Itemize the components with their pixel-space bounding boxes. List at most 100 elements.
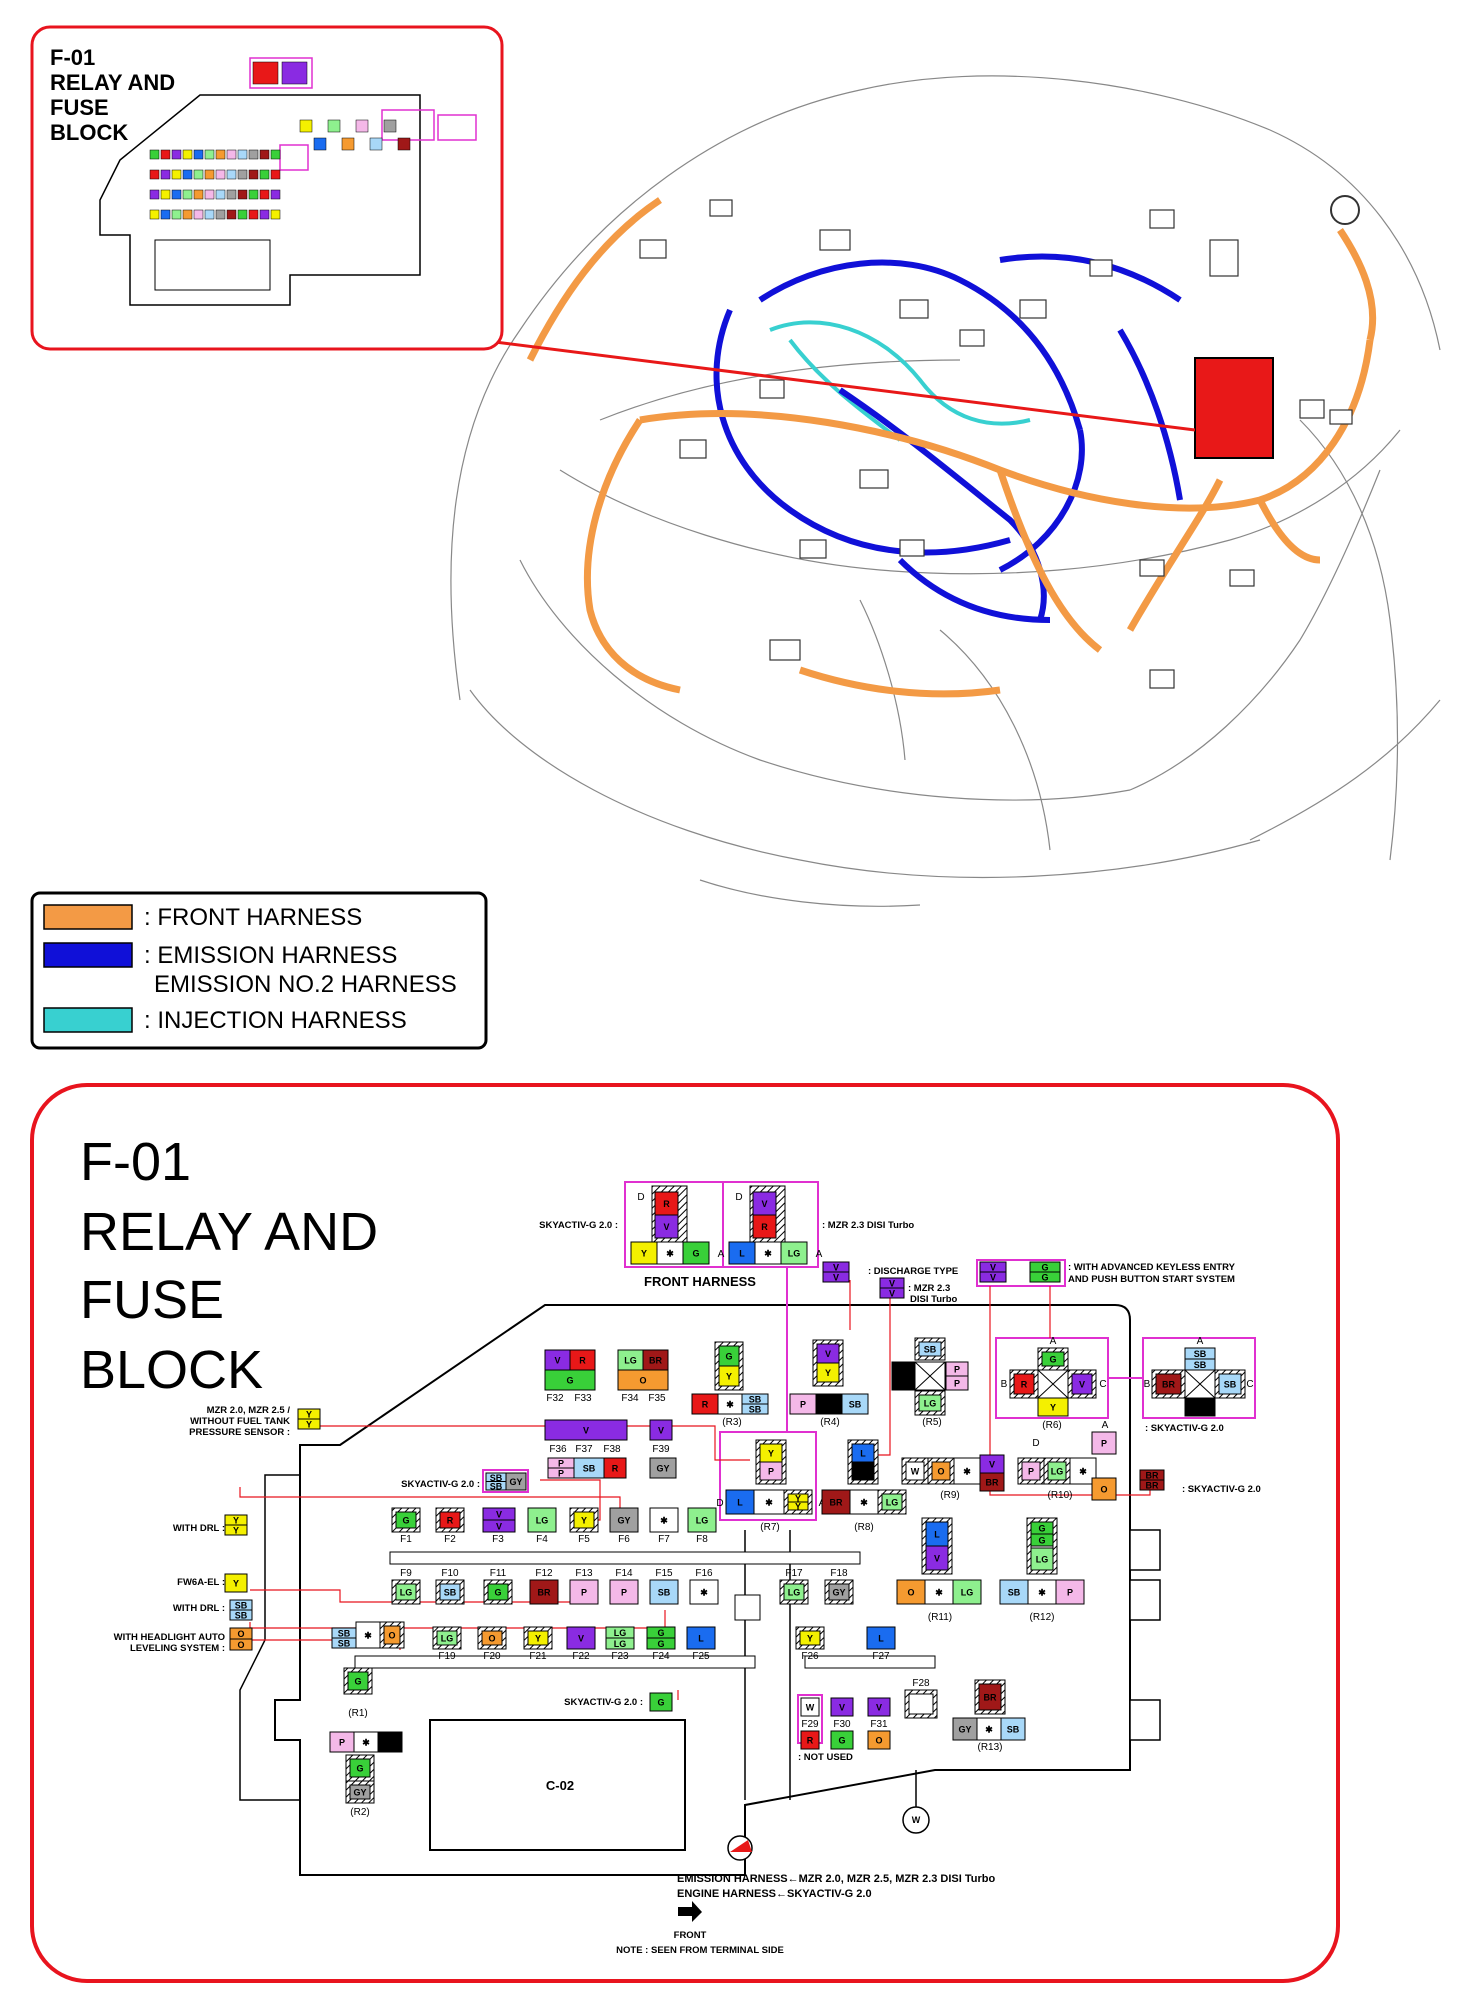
inset-title-line3: FUSE xyxy=(50,95,109,120)
relay-label-r5: (R5) xyxy=(922,1417,941,1428)
fuse-code xyxy=(609,1507,639,1533)
relay-terminal xyxy=(896,1579,926,1605)
front-harness-caption: FRONT HARNESS xyxy=(644,1274,756,1289)
terminal-code: V xyxy=(889,1289,895,1299)
terminal-lower xyxy=(224,1524,248,1536)
not-used-label: : NOT USED xyxy=(798,1752,853,1763)
relay-label-r12: (R12) xyxy=(1029,1612,1054,1623)
terminal-cell xyxy=(1030,1547,1054,1571)
relay-terminal xyxy=(841,1393,869,1415)
mini-fuse xyxy=(171,189,182,200)
terminal-code: ✱ xyxy=(362,1738,370,1748)
terminal-code: BR xyxy=(1146,1471,1159,1481)
terminal-code: R xyxy=(579,1356,586,1366)
mini-fuse xyxy=(160,149,171,160)
relay-terminal xyxy=(725,1489,755,1515)
terminal-code: V xyxy=(833,1263,839,1273)
terminal-code: R xyxy=(761,1222,768,1232)
terminal-code: V xyxy=(554,1356,560,1366)
terminal-code: P xyxy=(621,1588,627,1598)
with-drl-label-2: WITH DRL : xyxy=(173,1603,225,1614)
mini-fuse xyxy=(204,169,215,180)
terminal-cell xyxy=(649,1692,673,1712)
terminal-code: O xyxy=(1100,1485,1107,1495)
terminal-code: LG xyxy=(961,1588,974,1598)
mini-fuse xyxy=(248,189,259,200)
terminal-code: Y xyxy=(233,1516,239,1526)
cross-mark xyxy=(1037,1369,1069,1399)
terminal-code: ✱ xyxy=(765,1498,773,1508)
mini-fuse xyxy=(193,149,204,160)
relay-code xyxy=(918,1394,942,1412)
terminal-cell xyxy=(224,1573,248,1593)
terminal-code: O xyxy=(237,1640,244,1650)
pin-a: A xyxy=(1050,1336,1057,1347)
terminal-code: G xyxy=(657,1639,664,1649)
fuse-code xyxy=(866,1626,896,1650)
terminal-code: Y xyxy=(726,1372,732,1382)
mini-relay xyxy=(397,137,411,151)
fuse-label-f24: F24 xyxy=(652,1651,670,1662)
mini-fuse xyxy=(171,169,182,180)
legend-label-emission: : EMISSION HARNESS xyxy=(144,942,397,969)
fuse-label-f38: F38 xyxy=(603,1444,621,1455)
headlight-label-1: WITH HEADLIGHT AUTO xyxy=(114,1632,225,1643)
fuse-label-f37: F37 xyxy=(575,1444,593,1455)
terminal-code: V xyxy=(761,1199,767,1209)
mini-fuse xyxy=(215,189,226,200)
terminal-code: BR xyxy=(649,1356,662,1366)
terminal-code: GY xyxy=(958,1725,971,1735)
terminal-cell xyxy=(867,1697,891,1717)
terminal-code: R xyxy=(807,1736,814,1746)
terminal-code: V xyxy=(583,1426,589,1436)
fuse-code xyxy=(609,1579,639,1605)
pin-d: D xyxy=(1032,1438,1039,1449)
terminal-code: BR xyxy=(984,1693,997,1703)
legend-swatch-injection xyxy=(43,1007,133,1033)
terminal-code: R xyxy=(447,1516,454,1526)
mini-fuse xyxy=(160,189,171,200)
terminal-code: O xyxy=(875,1736,882,1746)
fuse-code xyxy=(573,1511,595,1529)
terminal-code: G xyxy=(354,1677,361,1687)
top-right-mzr-label: : MZR 2.3 DISI Turbo xyxy=(822,1220,914,1231)
terminal-code: V xyxy=(578,1634,584,1644)
fuse-label-f34: F34 xyxy=(621,1393,639,1404)
terminal-code: SB xyxy=(1194,1349,1207,1359)
mini-fuse xyxy=(237,189,248,200)
fuse-code xyxy=(828,1583,850,1601)
terminal-code: GY xyxy=(832,1588,845,1598)
terminal-code: Y xyxy=(535,1634,541,1644)
fuse-code xyxy=(439,1583,461,1601)
terminal-cell xyxy=(867,1730,891,1750)
skyactiv-r6-label: : SKYACTIV-G 2.0 xyxy=(1145,1423,1224,1434)
terminal-code: P xyxy=(800,1400,806,1410)
terminal-code: LG xyxy=(400,1588,413,1598)
terminal-code: R xyxy=(612,1464,619,1474)
terminal-lower xyxy=(646,1637,676,1650)
terminal-code: O xyxy=(937,1467,944,1477)
mini-relay xyxy=(327,119,341,133)
fuse-label-f22: F22 xyxy=(572,1651,590,1662)
terminal-lower xyxy=(925,1545,949,1571)
terminal-code: G xyxy=(1041,1263,1048,1273)
relay-code xyxy=(1047,1461,1067,1481)
relay-label-r9: (R9) xyxy=(940,1490,959,1501)
terminal-code: W xyxy=(911,1467,920,1477)
terminal-code: O xyxy=(488,1634,495,1644)
mini-relay xyxy=(369,137,383,151)
fuse-label-f7: F7 xyxy=(658,1534,670,1545)
terminal-cell xyxy=(603,1457,627,1479)
terminal-code: Y xyxy=(306,1420,312,1430)
mini-fuse xyxy=(259,189,270,200)
terminal-code: V xyxy=(658,1426,664,1436)
terminal-code: ✱ xyxy=(764,1249,772,1259)
pin-b: B xyxy=(1001,1379,1008,1390)
mini-fuse xyxy=(193,169,204,180)
relay-code xyxy=(1218,1373,1242,1395)
fuel-tank-label-1: MZR 2.0, MZR 2.5 / xyxy=(207,1405,291,1416)
terminal-code: G xyxy=(494,1588,501,1598)
mini-fuse xyxy=(215,169,226,180)
skyactiv-r10-label: : SKYACTIV-G 2.0 xyxy=(1182,1484,1261,1495)
